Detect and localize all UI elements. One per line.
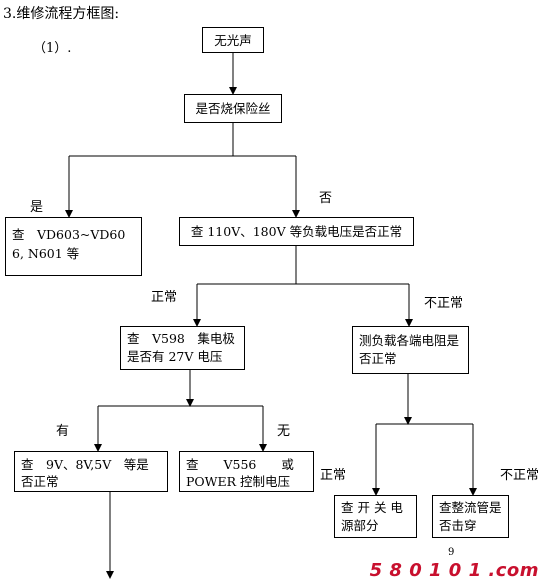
- node-check-vd603: 查 VD603~VD606, N601 等: [5, 217, 142, 276]
- site-watermark: 5 8 0 1 0 1 .com: [369, 560, 539, 581]
- edge-label-abnormal-bottom: 不正常: [500, 468, 540, 483]
- edge-label-abnormal-right: 不正常: [424, 296, 464, 311]
- node-measure-resistance: 测负载各端电阻是否正常: [352, 326, 469, 374]
- edge-label-normal-left: 正常: [151, 290, 178, 305]
- edge-label-no: 否: [319, 191, 333, 206]
- node-fuse-blown: 是否烧保险丝: [184, 94, 282, 123]
- edge-label-none: 无: [277, 424, 291, 439]
- node-check-load-voltage: 查 110V、180V 等负载电压是否正常: [179, 217, 414, 246]
- subsection-number: （1）.: [33, 41, 72, 56]
- edge-label-has: 有: [56, 424, 70, 439]
- node-check-v598: 查 V598 集电极是否有 27V 电压: [120, 326, 245, 370]
- node-check-9v-8v-5v: 查 9V、8V,5V 等是否正常: [14, 451, 168, 492]
- node-check-v556: 查 V556 或 POWER 控制电压: [179, 451, 314, 492]
- node-check-switch-power: 查 开 关 电 源部分: [334, 495, 417, 538]
- page-number: 9: [448, 547, 455, 558]
- section-heading: 3.维修流程方框图:: [3, 6, 120, 22]
- node-check-rectifier: 查整流管是否击穿: [432, 495, 509, 538]
- node-no-light: 无光声: [202, 27, 264, 53]
- edge-label-normal-bottom: 正常: [320, 468, 347, 483]
- edge-label-yes: 是: [30, 200, 44, 215]
